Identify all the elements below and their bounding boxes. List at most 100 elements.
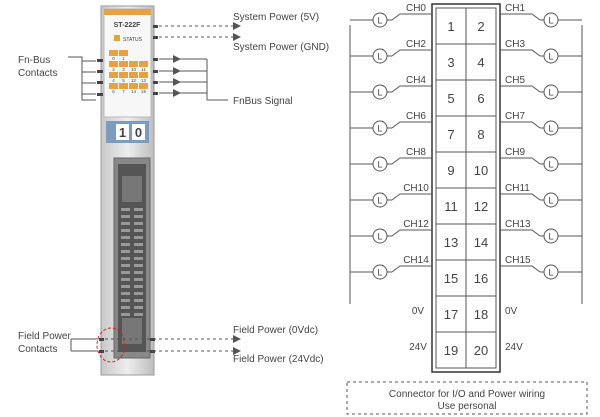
channel-led	[119, 61, 128, 67]
connector-pin	[134, 243, 143, 246]
connector-pin	[134, 236, 143, 239]
connector-pin	[134, 264, 143, 267]
terminal-pin-number: 2	[477, 19, 484, 34]
connector-pin	[121, 299, 130, 302]
connector-pin	[134, 257, 143, 260]
connector-pin	[121, 222, 130, 225]
load-symbol	[543, 192, 559, 208]
connector-pin	[121, 292, 130, 295]
display-digit-2: 0	[135, 125, 142, 140]
connector-pin	[121, 264, 130, 267]
channel-label: CH0	[406, 3, 426, 14]
connector-pin	[134, 292, 143, 295]
load-symbol	[372, 120, 388, 136]
load-symbol	[543, 12, 559, 28]
terminal-pin-number: 15	[444, 271, 458, 286]
connector-pin	[121, 229, 130, 232]
channel-led-label: 15	[141, 89, 147, 94]
load-symbol-label: L	[548, 124, 553, 134]
channel-led-label: 6	[112, 89, 115, 94]
load-symbol	[543, 48, 559, 64]
power-terminal-label: 0V	[412, 306, 425, 317]
terminal-pin-number: 14	[474, 235, 488, 250]
system-power-gnd-label: System Power (GND)	[233, 42, 329, 53]
connector-pin	[121, 243, 130, 246]
load-symbol	[372, 12, 388, 28]
channel-label: CH15	[505, 255, 531, 266]
field-power-0v-label: Field Power (0Vdc)	[233, 325, 318, 336]
power-terminal-label: 24V	[409, 342, 427, 353]
load-symbol	[372, 84, 388, 100]
channel-led	[139, 83, 148, 89]
channel-led-label: 0	[112, 56, 115, 61]
connector-pin	[134, 278, 143, 281]
connector-pin	[121, 250, 130, 253]
terminal-pin-number: 20	[474, 343, 488, 358]
connector-pin	[121, 236, 130, 239]
terminal-pin-number: 10	[474, 163, 488, 178]
fn-bus-label-line2: Contacts	[18, 68, 57, 79]
terminal-pin-number: 6	[477, 91, 484, 106]
load-symbol	[372, 156, 388, 172]
load-symbol-label: L	[548, 16, 553, 26]
load-symbol-label: L	[377, 16, 382, 26]
module-model: ST-222F	[114, 22, 142, 29]
channel-led	[129, 61, 138, 67]
channel-led-label: 11	[141, 67, 146, 72]
load-symbol-label: L	[377, 88, 382, 98]
digit-box-1	[116, 124, 129, 140]
terminal-pin-number: 3	[447, 55, 454, 70]
channel-led	[139, 61, 148, 67]
load-symbol-label: L	[548, 196, 553, 206]
load-symbol	[543, 228, 559, 244]
channel-led	[129, 83, 138, 89]
load-symbol-label: L	[377, 232, 382, 242]
terminal-pin-number: 19	[444, 343, 458, 358]
connector-note-box	[346, 381, 588, 415]
system-power-5v-label: System Power (5V)	[233, 12, 319, 23]
connector-pin	[134, 250, 143, 253]
connector-pin	[134, 229, 143, 232]
connector-pin	[121, 306, 130, 309]
power-bus-contacts	[153, 25, 158, 95]
load-symbol	[372, 48, 388, 64]
terminal-pin-number: 8	[477, 127, 484, 142]
connector-pin	[134, 271, 143, 274]
field-power-highlight	[96, 327, 126, 363]
digit-box-2	[132, 124, 145, 140]
channel-label: CH4	[406, 75, 426, 86]
field-power-24v-label: Field Power (24Vdc)	[233, 354, 324, 365]
module-orange-stripe	[104, 9, 151, 15]
fnbus-signal-lines	[159, 55, 228, 101]
load-symbol	[372, 264, 388, 280]
channel-label: CH6	[406, 111, 426, 122]
connector-latch-top	[122, 176, 142, 202]
load-symbol-label: L	[548, 268, 553, 278]
connector-pin	[134, 306, 143, 309]
channel-wiring: LCH0LCH2LCH4LCH6LCH8LCH10LCH12LCH140V24V…	[350, 3, 582, 353]
channel-label: CH12	[403, 219, 429, 230]
load-symbol	[372, 228, 388, 244]
load-symbol-label: L	[548, 52, 553, 62]
terminal-pin-number: 7	[447, 127, 454, 142]
status-label: STATUS	[123, 37, 143, 43]
fnbus-signal-label: FnBus Signal	[233, 96, 292, 107]
channel-led	[109, 61, 118, 67]
terminal-pin-number: 17	[444, 307, 458, 322]
channel-label: CH11	[505, 183, 530, 194]
power-terminal-label: 0V	[505, 306, 518, 317]
terminal-pin-number: 13	[444, 235, 458, 250]
channel-led-label: 13	[141, 78, 147, 83]
terminal-pin-number: 5	[447, 91, 454, 106]
channel-led	[139, 72, 148, 78]
fn-bus-label: Fn-Bus	[18, 55, 50, 66]
terminal-pin-number: 18	[474, 307, 488, 322]
channel-led-label: 3	[122, 67, 125, 72]
load-symbol-label: L	[548, 88, 553, 98]
terminal-pin-number: 11	[444, 199, 458, 214]
load-symbol-label: L	[548, 232, 553, 242]
channel-led	[119, 83, 128, 89]
connector-pin	[121, 313, 130, 316]
